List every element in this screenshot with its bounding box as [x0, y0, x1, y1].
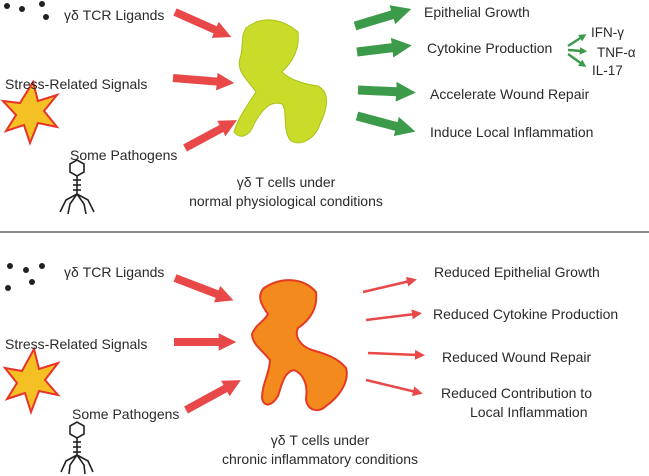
stress-arrow: [172, 72, 235, 91]
top-output-arrows: [353, 5, 416, 137]
gamma-delta-t-cell-inflammatory: [250, 279, 348, 412]
output-cytokine-production: Cytokine Production: [427, 40, 553, 56]
cytokine-ifn-gamma: IFN-γ: [591, 25, 624, 40]
stress-star-icon: [0, 79, 60, 146]
output-reduced-wound-repair: Reduced Wound Repair: [442, 349, 592, 365]
bottom-input-pathogens-label: Some Pathogens: [72, 406, 180, 422]
output-reduced-contribution-line1: Reduced Contribution to: [441, 385, 592, 401]
ligand-dots-icon: [5, 263, 45, 291]
pathogen-arrow: [184, 380, 241, 414]
inflammation-arrow: [355, 111, 416, 137]
pathogen-arrow: [183, 120, 237, 152]
bottom-caption-line2: chronic inflammatory conditions: [221, 451, 419, 467]
reduced-inflammation-arrow: [365, 378, 423, 397]
stress-star-icon: [2, 346, 61, 416]
bottom-input-arrows: [173, 274, 241, 414]
wound-arrow: [357, 81, 416, 102]
top-input-arrows: [172, 8, 237, 152]
ligand-arrow: [173, 8, 232, 38]
bacteriophage-icon: [60, 421, 94, 475]
reduced-wound-arrow: [367, 349, 425, 360]
output-induce-local-inflammation: Induce Local Inflammation: [430, 124, 594, 140]
epithelial-arrow: [353, 5, 412, 31]
bottom-caption-line1: γδ T cells under: [270, 432, 370, 448]
bottom-input-stress-label: Stress-Related Signals: [5, 336, 148, 352]
cytokine-il-17: IL-17: [592, 63, 623, 78]
ligand-arrow: [173, 274, 234, 303]
output-accelerate-wound-repair: Accelerate Wound Repair: [430, 86, 590, 102]
cytokine-tnf-alpha: TNF-α: [597, 45, 636, 60]
output-reduced-cytokine-production: Reduced Cytokine Production: [433, 306, 619, 322]
bottom-input-ligands-label: γδ TCR Ligands: [64, 264, 165, 280]
ligand-dots-icon: [4, 1, 49, 20]
output-reduced-epithelial-growth: Reduced Epithelial Growth: [434, 264, 600, 280]
top-caption-line1: γδ T cells under: [236, 174, 336, 190]
gamma-delta-t-cell-normal: [233, 19, 327, 144]
reduced-cytokine-arrow: [365, 309, 422, 322]
cytokine-arrow: [356, 37, 412, 58]
bottom-output-arrows: [362, 276, 425, 397]
bacteriophage-icon: [59, 159, 95, 215]
cytokine-branch-arrows: [567, 34, 588, 68]
top-input-ligands-label: γδ TCR Ligands: [64, 7, 165, 23]
reduced-epithelial-arrow: [362, 276, 417, 294]
top-input-pathogens-label: Some Pathogens: [70, 147, 178, 163]
top-caption-line2: normal physiological conditions: [189, 193, 383, 209]
output-reduced-contribution-line2: Local Inflammation: [470, 404, 588, 420]
top-input-stress-label: Stress-Related Signals: [5, 76, 148, 92]
output-epithelial-growth: Epithelial Growth: [424, 4, 530, 20]
